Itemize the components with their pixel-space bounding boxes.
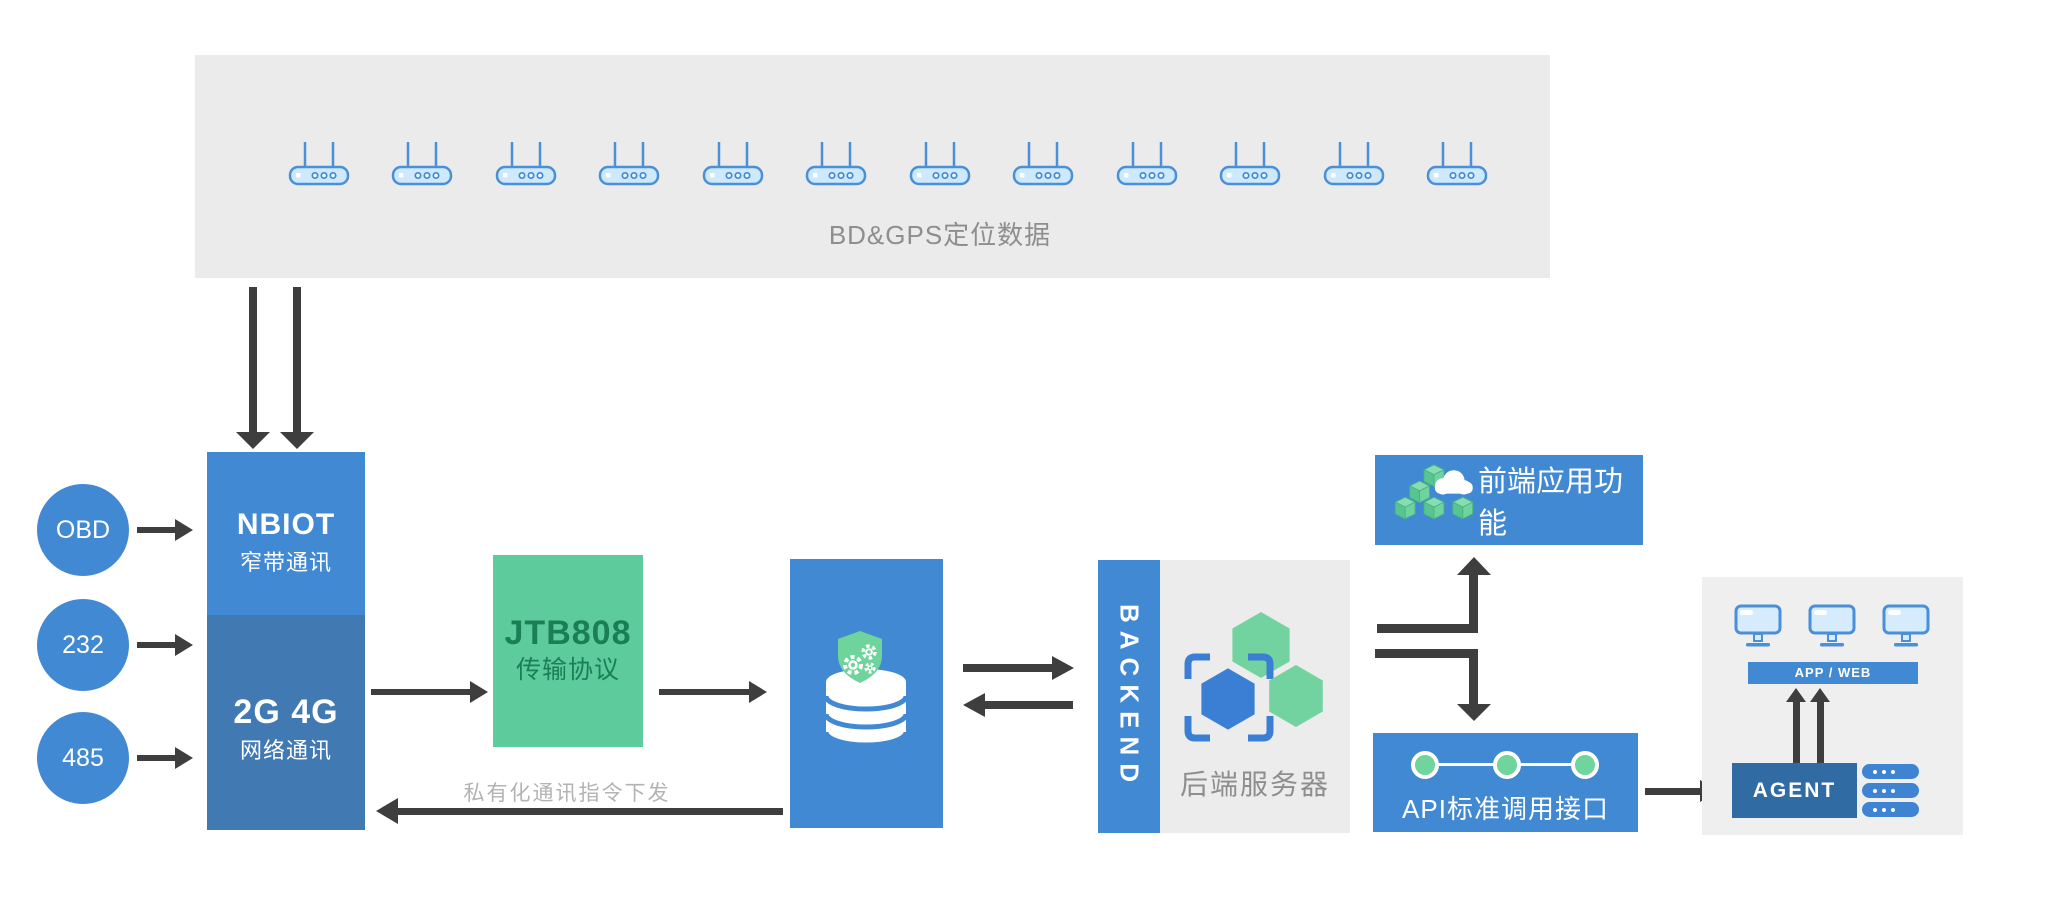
comm-module-box: NBIOT 窄带通讯 2G 4G 网络通讯: [207, 452, 365, 830]
input-obd: OBD: [37, 484, 129, 576]
frontend-box: 前端应用功能: [1375, 455, 1643, 545]
cellular-title: 2G 4G: [233, 693, 339, 731]
backend-strip-label: BACKEND: [1114, 603, 1145, 790]
cloud-icon: [1434, 470, 1473, 495]
router-icon: [1426, 142, 1488, 186]
router-icon: [495, 142, 557, 186]
nbiot-section: NBIOT 窄带通讯: [207, 452, 365, 615]
device-row: [288, 140, 1488, 190]
router-icon: [1323, 142, 1384, 186]
server-icon: [1862, 802, 1919, 817]
api-label: API标准调用接口: [1402, 794, 1609, 824]
cubes-cloud-icon: [1394, 464, 1474, 520]
timeline-dot: [1411, 751, 1439, 779]
input-485: 485: [37, 712, 129, 804]
router-icon: [392, 142, 453, 186]
server-stack: [1862, 764, 1919, 821]
downlink-label: 私有化通讯指令下发: [463, 782, 671, 805]
router-icon: [702, 142, 764, 186]
gps-data-label: BD&GPS定位数据: [828, 220, 1052, 250]
router-icon: [909, 142, 970, 186]
protocol-subtitle: 传输协议: [515, 656, 620, 684]
backend-caption: 后端服务器: [1179, 769, 1330, 800]
monitor-icon: [1808, 604, 1856, 647]
monitor-icon: [1882, 604, 1930, 647]
hexagon-cluster-icon: [1184, 612, 1323, 742]
nbiot-title: NBIOT: [236, 508, 336, 541]
server-icon: [1862, 783, 1919, 798]
api-box: API标准调用接口: [1373, 733, 1638, 832]
timeline-dot: [1571, 751, 1599, 779]
client-panel: APP / WEB AGENT: [1702, 577, 1963, 835]
timeline-dot: [1493, 751, 1521, 779]
monitor-row: [1734, 604, 1930, 648]
router-icon: [1116, 142, 1177, 186]
shield-database-icon: [824, 631, 908, 748]
backend-strip: BACKEND: [1098, 560, 1160, 833]
router-icon: [288, 142, 350, 186]
secure-storage-box: [790, 559, 943, 828]
backend-server-box: 后端服务器: [1160, 560, 1350, 833]
cellular-section: 2G 4G 网络通讯: [207, 615, 365, 830]
protocol-title: JTB808: [504, 614, 632, 652]
frontend-label: 前端应用功能: [1478, 466, 1624, 540]
router-icon: [806, 142, 867, 186]
agent-box: AGENT: [1732, 763, 1857, 818]
gps-device-panel: BD&GPS定位数据: [195, 55, 1550, 278]
router-icon: [599, 142, 660, 186]
router-icon: [1012, 142, 1074, 186]
input-232: 232: [37, 599, 129, 691]
protocol-box: JTB808 传输协议: [493, 555, 643, 747]
monitor-icon: [1734, 604, 1782, 647]
server-icon: [1862, 764, 1919, 779]
nbiot-subtitle: 窄带通讯: [239, 550, 332, 575]
cellular-subtitle: 网络通讯: [239, 738, 332, 763]
appweb-bar: APP / WEB: [1748, 662, 1918, 684]
router-icon: [1219, 142, 1281, 186]
